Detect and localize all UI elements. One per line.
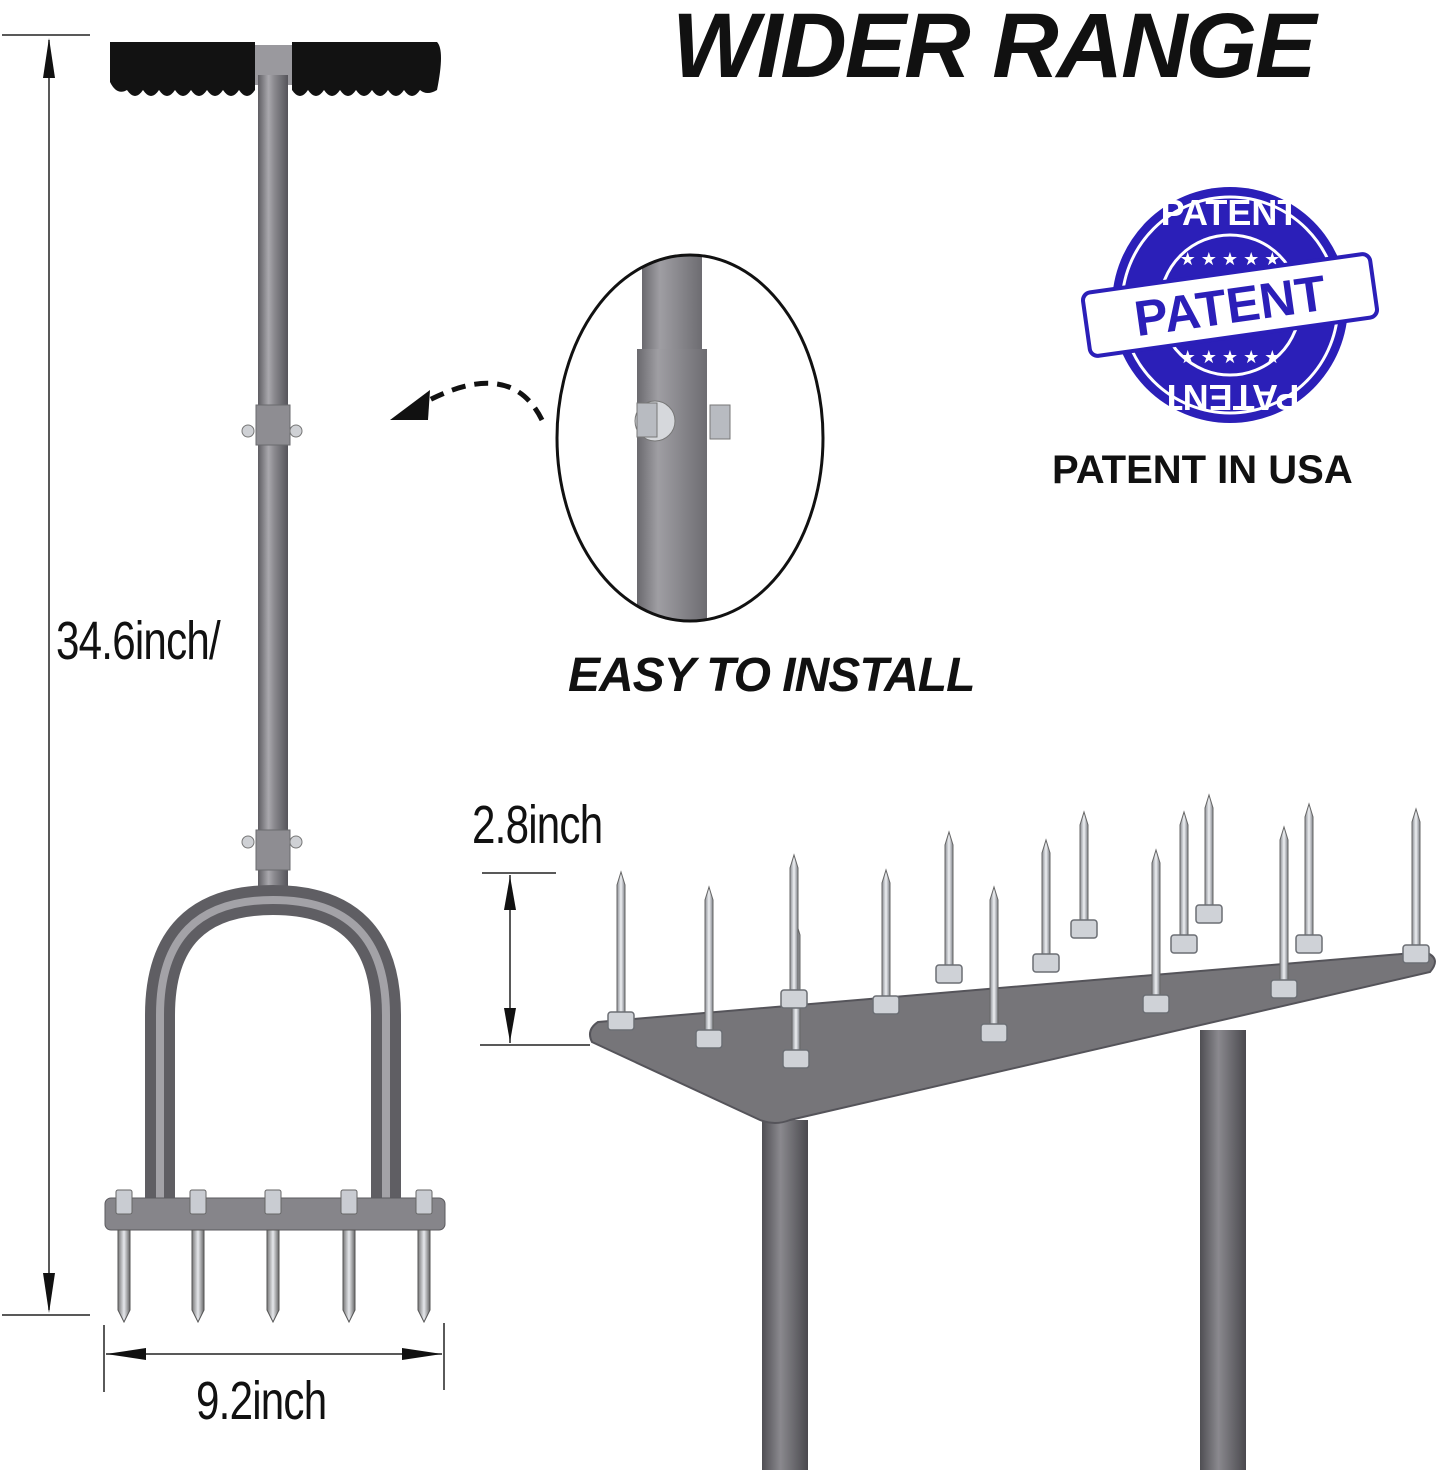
headline: WIDER RANGE [672, 0, 1316, 97]
patent-stamp-icon: PATENT PATENT ★ ★ ★ ★ ★ ★ ★ ★ ★ ★ PATENT [1080, 187, 1380, 423]
svg-text:★ ★ ★ ★ ★: ★ ★ ★ ★ ★ [1180, 249, 1281, 269]
width-dimension-label: 9.2inch [196, 1371, 327, 1431]
stamp-text-top: PATENT [1161, 192, 1300, 233]
spike-plate-closeup-image [589, 793, 1436, 1470]
install-caption: EASY TO INSTALL [568, 649, 975, 702]
spike-length-label: 2.8inch [472, 795, 603, 855]
svg-text:★ ★ ★ ★ ★: ★ ★ ★ ★ ★ [1180, 347, 1281, 367]
left-grip [110, 42, 255, 96]
dashed-curved-arrow-icon [390, 380, 545, 422]
stamp-text-bottom: PATENT [1161, 377, 1300, 418]
height-dimension-label: 34.6inch/ [56, 611, 221, 671]
lawn-aerator-tool-image [104, 42, 446, 1324]
install-detail-magnifier [555, 253, 825, 623]
right-grip [292, 42, 441, 96]
patent-label: PATENT IN USA [1052, 448, 1353, 492]
